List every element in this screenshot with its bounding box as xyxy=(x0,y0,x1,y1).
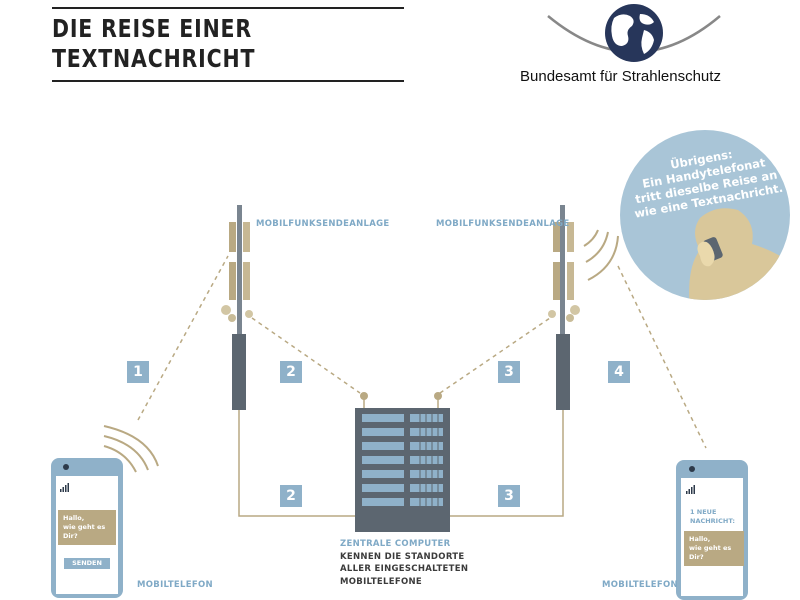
phone-left-msg-line-2: wie geht es Dir? xyxy=(63,523,106,540)
title-rule-top xyxy=(52,7,404,9)
signal-bars-left-icon xyxy=(60,483,69,492)
phone-label-right: MOBILTELEFON xyxy=(602,580,678,590)
organization-name: Bundesamt für Strahlenschutz xyxy=(520,68,721,85)
page-title: DIE REISE EINER TEXTNACHRICHT xyxy=(52,14,341,74)
cable-left xyxy=(238,410,357,517)
link-tower-left-to-server xyxy=(251,317,361,394)
tower-label-left: MOBILFUNKSENDEANLAGE xyxy=(256,219,390,229)
logo-mark xyxy=(547,4,721,62)
cable-right xyxy=(448,410,564,517)
link-server-to-tower-right xyxy=(439,317,551,394)
step-badge-3-cable: 3 xyxy=(498,485,520,507)
phone-label-left: MOBILTELEFON xyxy=(137,580,213,590)
title-rule-bottom xyxy=(52,80,404,82)
step-badge-3-radio: 3 xyxy=(498,361,520,383)
antenna-tower-right xyxy=(548,205,580,410)
step-badge-4: 4 xyxy=(608,361,630,383)
step-badge-2-radio: 2 xyxy=(280,361,302,383)
mobile-phone-right xyxy=(676,460,748,600)
step-badge-1: 1 xyxy=(127,361,149,383)
link-tower-right-to-phone xyxy=(617,265,707,449)
phone-right-notice: 1 NEUE NACHRICHT: xyxy=(690,508,735,526)
server-caption-line-2: KENNEN DIE STANDORTE xyxy=(340,551,465,562)
server-caption: ZENTRALE COMPUTER KENNEN DIE STANDORTE A… xyxy=(340,538,468,588)
phone-right-notice-line-2: NACHRICHT: xyxy=(690,517,735,525)
tower-label-right: MOBILFUNKSENDEANLAGE xyxy=(436,219,570,229)
server-rack xyxy=(355,392,450,532)
signal-waves-left-icon xyxy=(103,425,159,473)
step-badge-2-cable: 2 xyxy=(280,485,302,507)
send-button[interactable]: SENDEN xyxy=(64,558,110,569)
link-phone-to-tower-left xyxy=(137,255,229,421)
server-caption-line-1: ZENTRALE COMPUTER xyxy=(340,539,451,549)
signal-bars-right-icon xyxy=(686,485,695,494)
phone-right-msg-line-2: wie geht es Dir? xyxy=(689,544,732,561)
signal-waves-right-icon xyxy=(583,229,619,281)
phone-right-msg-line-1: Hallo, xyxy=(689,535,711,543)
server-caption-line-3: ALLER EINGESCHALTETEN xyxy=(340,564,469,574)
phone-right-notice-line-1: 1 NEUE xyxy=(690,508,717,516)
phone-left-message: Hallo, wie geht es Dir? xyxy=(58,510,116,545)
phone-right-message: Hallo, wie geht es Dir? xyxy=(684,531,744,566)
title-line-1: DIE REISE EINER xyxy=(52,14,252,43)
antenna-tower-left xyxy=(221,205,253,410)
server-caption-line-4: MOBILTELEFONE xyxy=(340,576,423,587)
phone-left-msg-line-1: Hallo, xyxy=(63,514,85,522)
title-line-2: TEXTNACHRICHT xyxy=(52,44,256,73)
